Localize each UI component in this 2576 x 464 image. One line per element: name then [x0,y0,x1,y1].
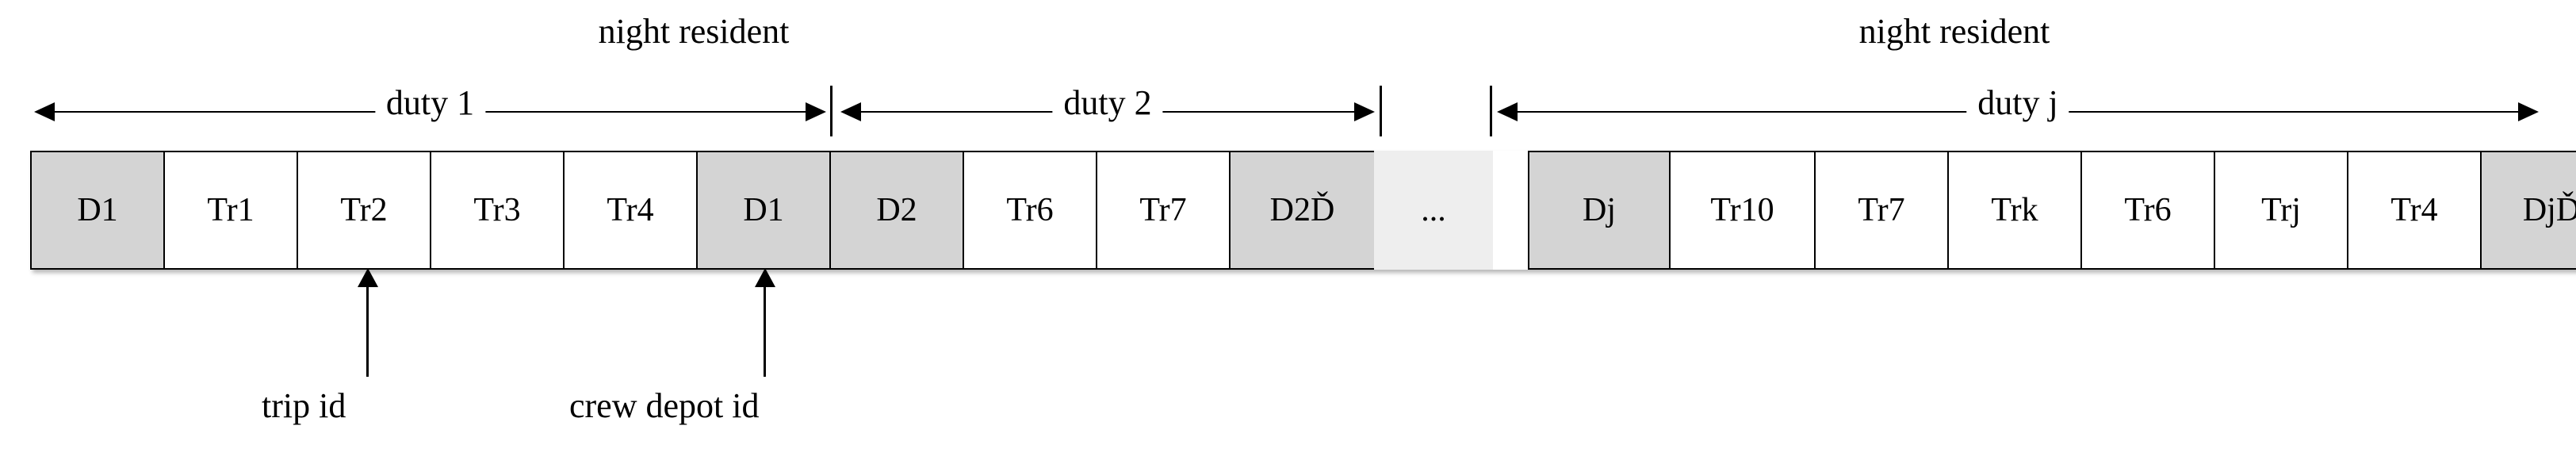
night-resident-caption-2: night resident [1859,14,2050,49]
duty-span-j: duty j [1497,86,2539,121]
trip-id-annotation-text: trip id [262,386,346,425]
schedule-cell[interactable]: Tr3 [430,151,565,270]
arrow-right-icon [2518,102,2539,121]
night-resident-caption-2-text: night resident [1858,12,2050,51]
schedule-cell[interactable]: Tr7 [1814,151,1949,270]
duty-separator-tick-3 [1490,86,1492,136]
arrow-left-icon [840,102,861,121]
schedule-cell[interactable]: Trj [2214,151,2348,270]
trip-id-pointer [358,268,378,377]
arrow-up-icon [755,268,775,287]
schedule-cell[interactable]: DjĎ [2480,151,2576,270]
schedule-cell[interactable]: Tr6 [963,151,1097,270]
crew-depot-id-annotation: crew depot id [569,389,759,424]
schedule-cell[interactable]: Tr1 [163,151,298,270]
schedule-cell[interactable]: Tr4 [2347,151,2482,270]
duty-span-1-label: duty 1 [374,86,486,121]
strip-spacer [1493,151,1528,270]
duty-span-2: duty 2 [840,86,1375,121]
schedule-cell[interactable]: Tr6 [2080,151,2215,270]
crew-depot-id-annotation-text: crew depot id [569,386,760,425]
arrow-left-icon [1497,102,1518,121]
schedule-cell[interactable]: Tr7 [1096,151,1231,270]
arrow-right-icon [806,102,826,121]
duty-separator-tick-2 [1380,86,1382,136]
schedule-cell[interactable]: D2 [829,151,964,270]
schedule-cell[interactable]: D1 [30,151,165,270]
schedule-cell[interactable]: Tr4 [563,151,698,270]
duty-separator-tick-1 [830,86,833,136]
night-resident-caption-1-text: night resident [598,12,790,51]
schedule-cell[interactable]: Trk [1947,151,2082,270]
schedule-cell[interactable]: Tr2 [297,151,431,270]
night-resident-caption-1: night resident [599,14,790,49]
duty-span-2-label: duty 2 [1052,86,1163,121]
schedule-cell[interactable]: D2Ď [1229,151,1376,270]
arrow-left-icon [34,102,55,121]
schedule-cell[interactable]: Tr10 [1669,151,1816,270]
trip-id-annotation: trip id [262,389,346,424]
ellipsis-cell: ... [1374,151,1493,270]
schedule-cell[interactable]: Dj [1528,151,1671,270]
arrow-right-icon [1354,102,1375,121]
duty-span-1: duty 1 [34,86,826,121]
duty-span-j-label: duty j [1966,86,2069,121]
arrow-up-icon [358,268,378,287]
schedule-cell[interactable]: D1 [696,151,831,270]
crew-depot-id-pointer [755,268,775,377]
